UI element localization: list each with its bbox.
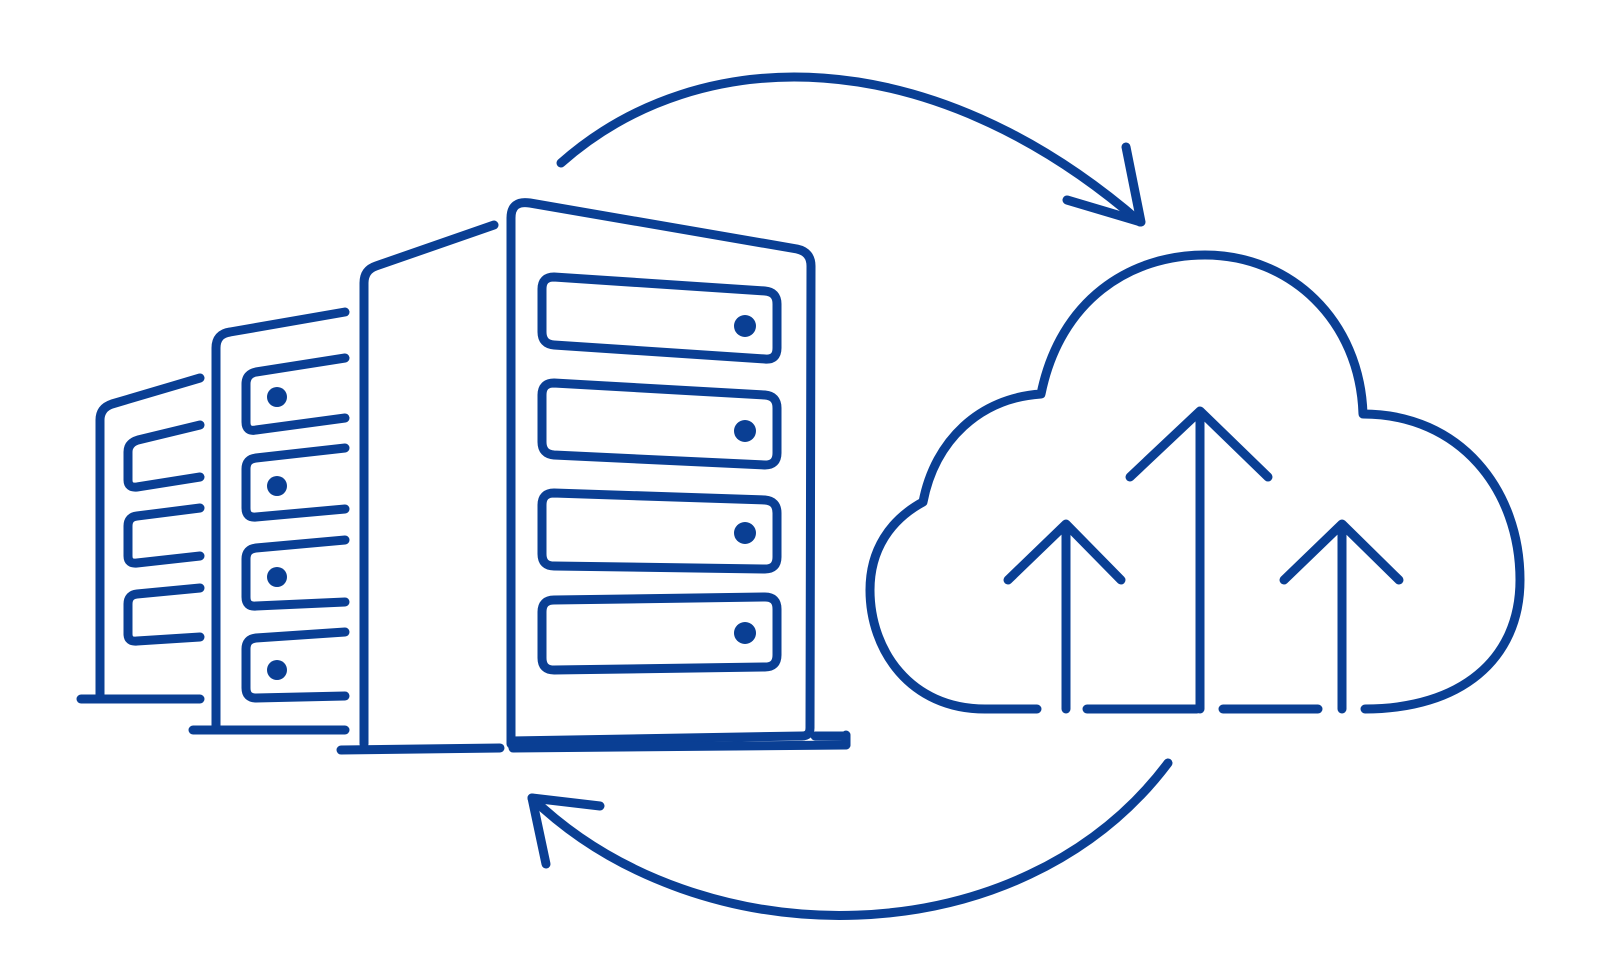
sync-arrow-to-cloud-icon (556, 72, 1146, 227)
drive-indicator-icon (734, 622, 756, 644)
drive-indicator-icon (267, 476, 287, 496)
server-tower-front-icon (336, 220, 505, 755)
sync-arrow-to-servers-icon (527, 758, 1173, 920)
server-tower-back-icon (76, 373, 205, 704)
drive-indicator-icon (734, 420, 756, 442)
cloud-upload-icon (865, 250, 1525, 714)
server-tower-main-icon (506, 198, 851, 753)
drive-indicator-icon (734, 522, 756, 544)
upload-arrow-left-icon (1003, 519, 1126, 714)
drive-indicator-icon (267, 660, 287, 680)
drive-indicator-icon (267, 387, 287, 407)
drive-indicator-icon (734, 315, 756, 337)
upload-arrow-right-icon (1279, 519, 1404, 714)
server-tower-middle-icon (188, 307, 350, 735)
upload-arrow-center-icon (1125, 406, 1273, 714)
drive-indicator-icon (267, 567, 287, 587)
